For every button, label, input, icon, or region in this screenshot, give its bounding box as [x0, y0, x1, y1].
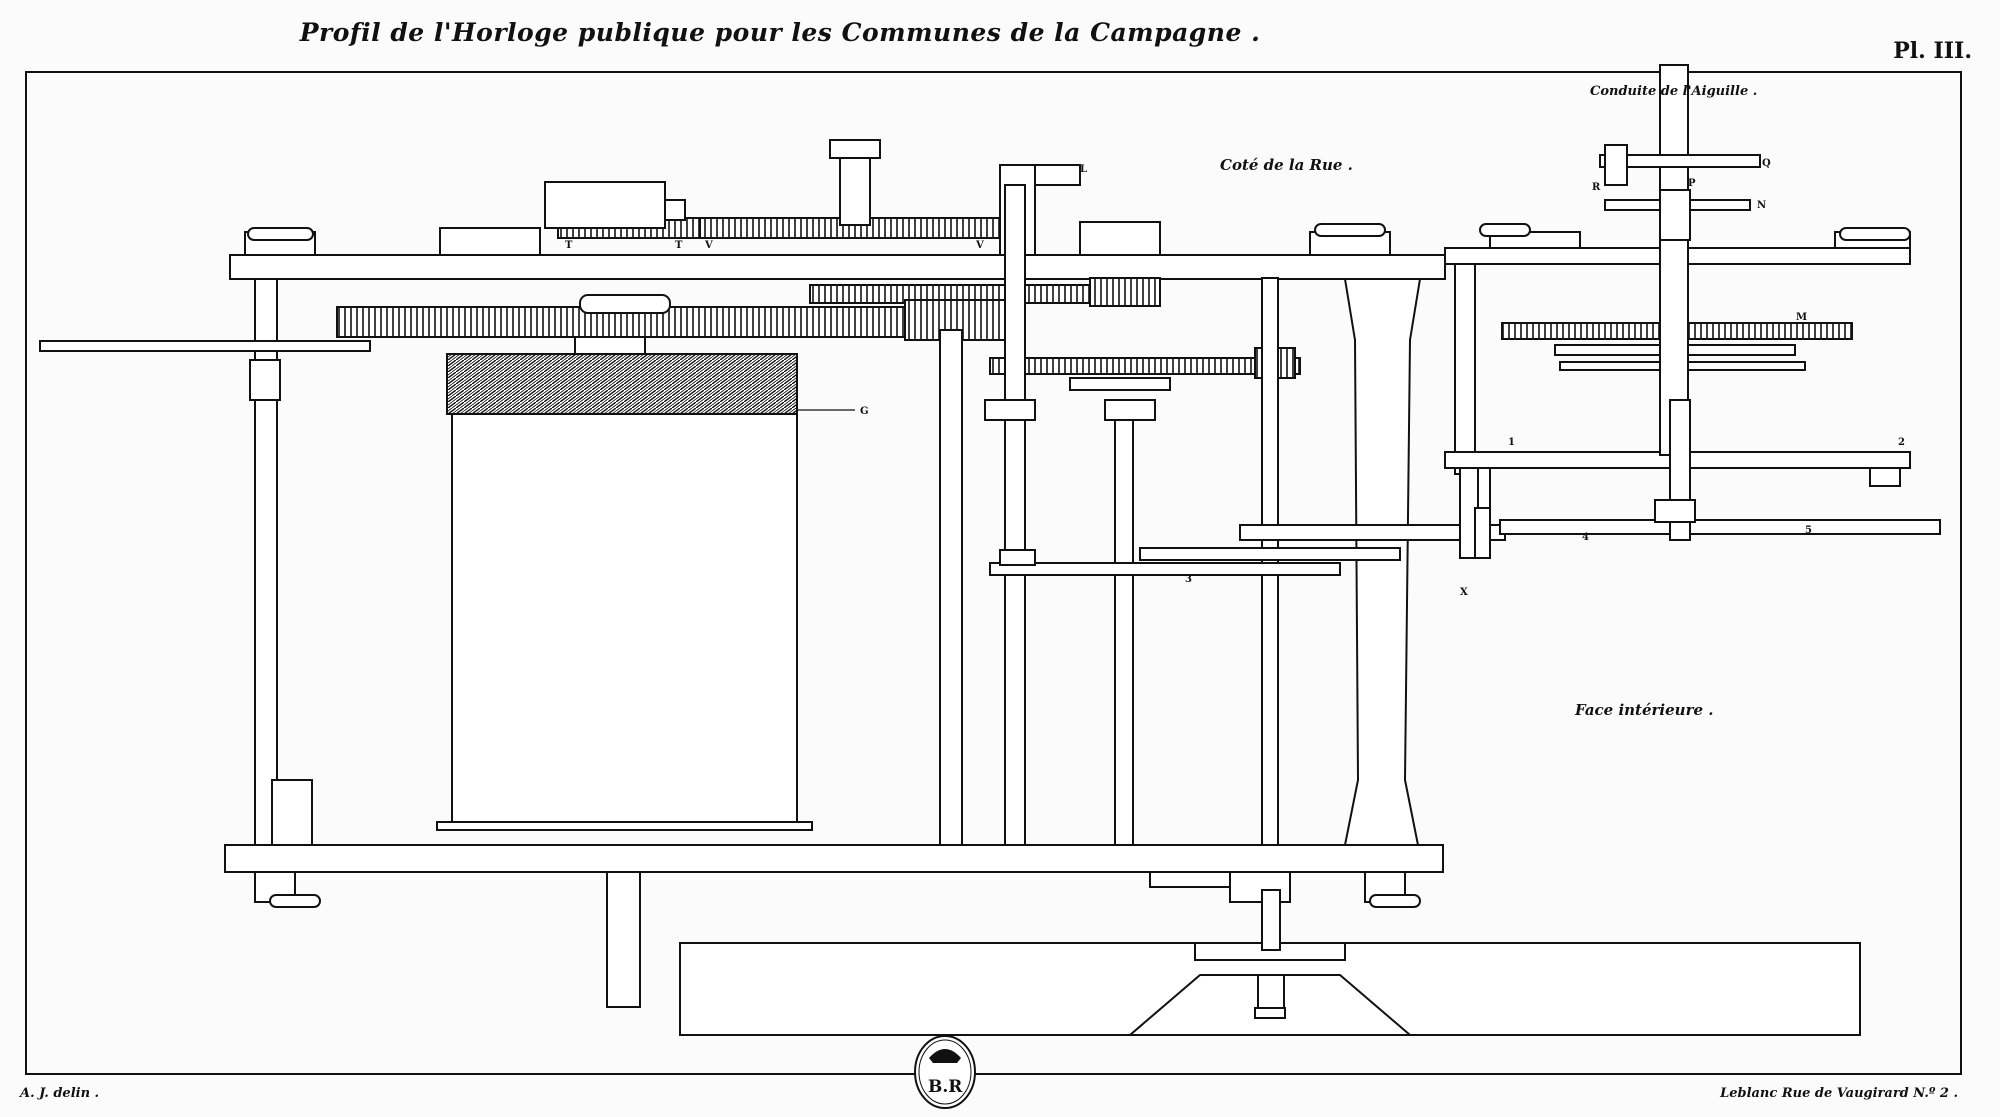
third-wheel	[989, 357, 1301, 375]
right-frame-post	[1454, 263, 1476, 475]
number-4: 4	[1582, 532, 1589, 543]
top-frame-bar	[229, 254, 1446, 280]
arbor-2	[1004, 184, 1026, 846]
barrel-rope	[446, 353, 798, 415]
lower-post	[606, 871, 641, 1008]
letter-N: N	[1757, 200, 1766, 211]
arbor-3	[1114, 399, 1134, 846]
letter-Q: Q	[1762, 158, 1771, 169]
credit-delineator: A. J. delin .	[20, 1086, 100, 1101]
barrel-drum	[451, 413, 798, 827]
arbor-4	[1261, 277, 1279, 846]
middle-pillar	[1343, 278, 1422, 846]
letter-P: P	[1688, 178, 1696, 189]
left-pillar	[254, 278, 278, 846]
label-cote-rue: Coté de la Rue .	[1220, 156, 1353, 174]
letter-T2: T	[675, 240, 683, 251]
library-stamp: B.R	[914, 1035, 976, 1109]
letter-M: M	[1796, 312, 1807, 323]
letter-R: R	[1592, 182, 1601, 193]
letter-V2: V	[975, 240, 984, 251]
page-title: Profil de l'Horloge publique pour les Co…	[299, 18, 1261, 47]
credit-publisher: Leblanc Rue de Vaugirard N.º 2 .	[1720, 1086, 1958, 1101]
lower-lever-bar	[989, 562, 1341, 576]
svg-text:B.R: B.R	[928, 1077, 963, 1097]
number-1: 1	[1508, 437, 1515, 448]
pendulum-rod	[1261, 889, 1281, 951]
arbor-1	[939, 329, 963, 846]
number-2: 2	[1898, 437, 1905, 448]
letter-V1: V	[704, 240, 713, 251]
bottom-frame-bar	[224, 844, 1444, 873]
label-face-interieure: Face intérieure .	[1574, 701, 1713, 719]
frame-border	[25, 71, 1962, 1075]
number-5: 5	[1805, 525, 1812, 536]
label-conduite: Conduite de l'Aiguille .	[1590, 84, 1757, 99]
number-3: 3	[1185, 574, 1192, 585]
dial-bar-Q	[1599, 154, 1761, 168]
left-arm	[39, 340, 371, 352]
plate-number: Pl. III.	[1893, 38, 1972, 64]
letter-X: X	[1460, 587, 1468, 598]
letter-L: L	[1080, 164, 1087, 175]
hand-pipe	[1659, 64, 1689, 456]
letter-G: G	[860, 406, 869, 417]
letter-T1: T	[565, 240, 573, 251]
